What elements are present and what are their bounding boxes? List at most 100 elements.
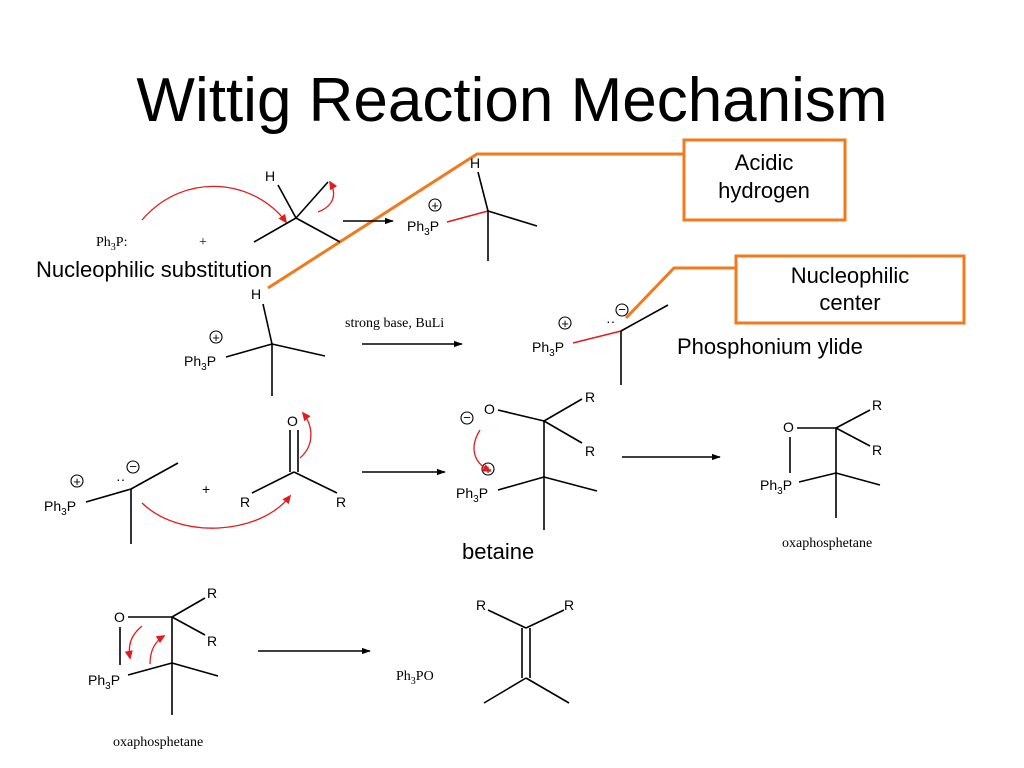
callout-acidic-line2: hydrogen	[718, 178, 810, 203]
slide-title: Wittig Reaction Mechanism	[136, 66, 887, 135]
oxa2-curved-arrow-down	[124, 625, 143, 660]
oxa2-atom-o: O	[114, 609, 125, 625]
label-phosphonium-ylide: Phosphonium ylide	[677, 334, 863, 359]
callout-acidic-leader	[267, 152, 684, 290]
step2-bond-p-c	[225, 343, 273, 358]
step1-plus-charge: +	[431, 198, 439, 213]
step2-ylide-minus-charge: −	[618, 302, 626, 317]
step3-ylide-lone-pair: ··	[116, 471, 125, 487]
betaine-bond-p-c	[497, 476, 545, 491]
label-strong-base: strong base, BuLi	[345, 316, 444, 331]
step3-carbonyl: O R R	[240, 411, 346, 510]
step1-bond-c-right	[295, 217, 341, 243]
step2-plus-charge-ring	[209, 330, 223, 344]
step2-plus-charge: +	[212, 330, 220, 345]
step2-ph3p-label: Ph3P	[184, 353, 216, 373]
callout-acidic-hydrogen: Acidic hydrogen	[267, 138, 847, 290]
callout-nucleophilic-line1: Nucleophilic	[791, 263, 910, 288]
step1-product-phosphonium: + Ph3P H	[407, 155, 538, 261]
step3-curved-arrow-carbonyl	[299, 411, 312, 459]
step1-atom-h: H	[265, 168, 275, 184]
betaine-ph3p-label: Ph3P	[456, 485, 488, 505]
betaine-bond-c-r-top	[543, 398, 583, 422]
step1-curved-arrow-leaving	[317, 180, 338, 213]
step4-oxaphosphetane: O R R Ph3P	[88, 585, 219, 715]
step1-plus-charge-ring	[428, 198, 442, 212]
step1-curved-arrow-attack	[141, 185, 288, 224]
step2-atom-h: H	[251, 286, 261, 302]
step1-atom-h-product: H	[470, 155, 480, 171]
oxa1-bond-p-c	[798, 472, 837, 483]
oxa2-bond-c-r-top	[171, 597, 206, 618]
betaine-atom-r-top: R	[585, 389, 595, 405]
step2-bond-c-h	[262, 303, 273, 345]
step2-ylide-plus-ring	[558, 316, 572, 330]
step3-betaine: − O R R + Ph3P	[456, 389, 598, 530]
betaine-bond-c-right	[543, 476, 598, 492]
alkene-bond-bottom-left	[483, 677, 527, 704]
step3-ylide-bond-c-right	[130, 462, 179, 490]
step1-bond-c-left	[253, 217, 297, 243]
oxa1-atom-r-bottom: R	[872, 442, 882, 458]
step2-ylide-bond-p-c	[572, 330, 622, 344]
step2-ylide-plus-charge: +	[561, 316, 569, 331]
step2-phosphonium: H + Ph3P	[184, 286, 326, 396]
step1-bond-c-h-product	[477, 171, 489, 212]
betaine-minus-ring	[460, 411, 474, 425]
step1-ph3p-reagent: Ph3P:	[96, 235, 127, 253]
oxa2-curved-arrow-up	[149, 635, 166, 665]
label-oxaphosphetane-1: oxaphosphetane	[782, 536, 872, 551]
step3-ylide-bond-p-c	[85, 488, 132, 503]
callout-acidic-box	[682, 138, 847, 222]
step3-plus-sign: +	[202, 481, 210, 497]
oxa2-atom-r-bottom: R	[207, 633, 217, 649]
step3-bond-c-r-right	[293, 471, 338, 494]
step1-bond-c-lg	[295, 181, 329, 219]
oxa1-atom-o: O	[783, 419, 794, 435]
callout-nucleophilic-center: Nucleophilic center	[624, 254, 966, 325]
step3-atom-r-left: R	[240, 494, 250, 510]
step3-ylide-minus-ring	[126, 460, 140, 474]
oxa2-bond-c-right	[171, 662, 219, 677]
alkene-bond-r-right	[525, 609, 565, 629]
step3-bond-c-r-left	[251, 471, 295, 494]
step3-atom-o: O	[287, 413, 298, 429]
oxa1-bond-c-right	[835, 472, 881, 486]
alkene-atom-r-left: R	[476, 597, 486, 613]
oxa1-ph3p-label: Ph3P	[760, 477, 792, 497]
step2-bond-c-right	[271, 343, 326, 357]
step2-ylide-minus-ring	[615, 303, 629, 317]
callout-nucleophilic-box	[734, 254, 966, 325]
oxa2-atom-r-top: R	[207, 585, 217, 601]
step1-plus-sign: +	[199, 235, 207, 250]
callout-nucleophilic-line2: center	[819, 290, 880, 315]
step1-ph3p-label: Ph3P	[407, 218, 439, 238]
step1-bond-c-h	[277, 184, 297, 219]
betaine-bond-c-r-bottom	[543, 420, 583, 444]
step3-ylide-minus-charge: −	[129, 459, 137, 474]
callout-nucleophilic-leader	[624, 266, 736, 320]
step3-curved-arrow-attack	[141, 494, 292, 529]
label-nucleophilic-substitution: Nucleophilic substitution	[36, 257, 272, 282]
step1-bond-c-right-product	[487, 210, 538, 227]
step1-bond-p-c	[446, 210, 489, 223]
betaine-minus-charge: −	[463, 410, 471, 425]
step3-atom-r-right: R	[336, 494, 346, 510]
oxa1-bond-c-r-top	[835, 409, 871, 429]
step3-ylide: + − ·· Ph3P	[44, 459, 179, 544]
betaine-curved-arrow	[473, 429, 492, 472]
betaine-atom-r-bottom: R	[585, 443, 595, 459]
step3-ylide-ph3p-label: Ph3P	[44, 498, 76, 518]
step3-ylide-plus-ring	[70, 474, 84, 488]
step3-ylide-plus-charge: +	[73, 474, 81, 489]
betaine-atom-o: O	[484, 401, 495, 417]
step2-ylide-lone-pair: ··	[606, 313, 615, 329]
step1-reactants: Ph3P: + H	[96, 168, 341, 253]
oxa1-atom-r-top: R	[872, 397, 882, 413]
step3-oxaphosphetane: O R R Ph3P	[760, 397, 882, 518]
oxa1-bond-c-r-bottom	[835, 427, 871, 447]
callout-acidic-line1: Acidic	[735, 150, 794, 175]
step2-ylide: + − ·· Ph3P	[532, 302, 669, 385]
step4-alkene: R R	[476, 597, 574, 704]
